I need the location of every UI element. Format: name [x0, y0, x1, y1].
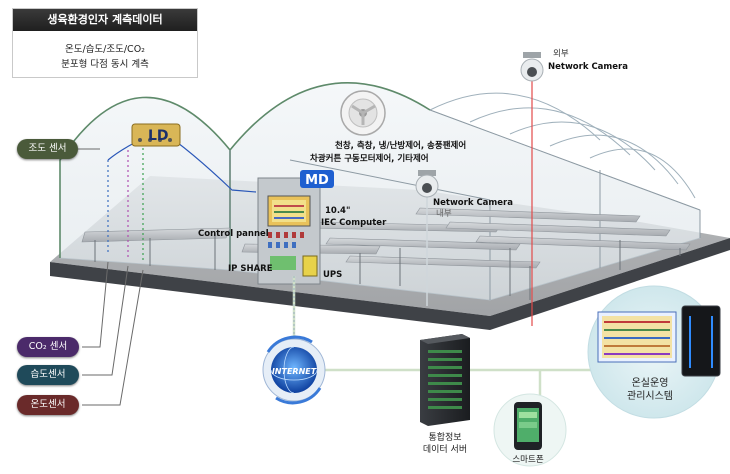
- internet-label: INTERNET: [272, 367, 317, 376]
- internal-camera-sub: 내부: [436, 209, 452, 219]
- light-sensor-badge: 조도 센서: [17, 139, 78, 159]
- computer-label-line1: 10.4": [325, 206, 350, 216]
- ld-label: LD: [148, 128, 169, 144]
- md-label: MD: [305, 173, 329, 188]
- measurement-data-heading: 생육환경인자 계측데이터: [13, 9, 197, 31]
- management-system-icon: [587, 285, 721, 419]
- measurement-data-line1: 온도/습도/조도/CO₂: [65, 44, 145, 55]
- control-panel-label: Control pannel: [198, 229, 269, 239]
- internal-camera-label: Network Camera: [433, 198, 513, 208]
- control-cabinet: [257, 177, 321, 285]
- ip-share-label: IP SHARE: [228, 264, 273, 274]
- control-functions-line1: 천창, 측창, 냉/난방제어, 송풍팬제어: [335, 140, 466, 151]
- data-server-icon: [420, 334, 470, 426]
- server-label-line2: 데이터 서버: [423, 444, 467, 455]
- external-network-camera-icon: [520, 52, 544, 326]
- internal-network-camera-icon: [415, 170, 439, 306]
- smartphone-icon: [493, 393, 567, 467]
- ups-label: UPS: [323, 270, 342, 280]
- ld-junction-box: [131, 123, 181, 147]
- humidity-sensor-badge: 습도센서: [17, 365, 79, 385]
- greenhouse: [50, 52, 730, 330]
- sensor-connectors: [78, 148, 144, 406]
- measurement-data-box: 생육환경인자 계측데이터 온도/습도/조도/CO₂ 분포형 다점 동시 계측: [12, 8, 198, 78]
- smartphone-label: 스마트폰: [512, 455, 543, 465]
- management-label-line2: 관리시스템: [627, 390, 673, 402]
- management-label-line1: 온실운영: [632, 377, 669, 389]
- control-functions-line2: 차광커튼 구동모터제어, 기타제어: [310, 153, 429, 164]
- measurement-data-line2: 분포형 다점 동시 계측: [61, 59, 149, 70]
- temperature-sensor-badge: 온도센서: [17, 395, 79, 415]
- external-camera-label: Network Camera: [548, 62, 628, 72]
- md-badge: [300, 170, 334, 188]
- ventilation-fan-icon: [340, 90, 386, 136]
- computer-label-line2: IEC Computer: [321, 218, 387, 228]
- server-label-line1: 통합정보: [428, 432, 461, 443]
- co2-sensor-badge: CO₂ 센서: [17, 337, 79, 357]
- internet-globe-icon: [262, 335, 326, 405]
- external-camera-sub: 외부: [553, 48, 569, 59]
